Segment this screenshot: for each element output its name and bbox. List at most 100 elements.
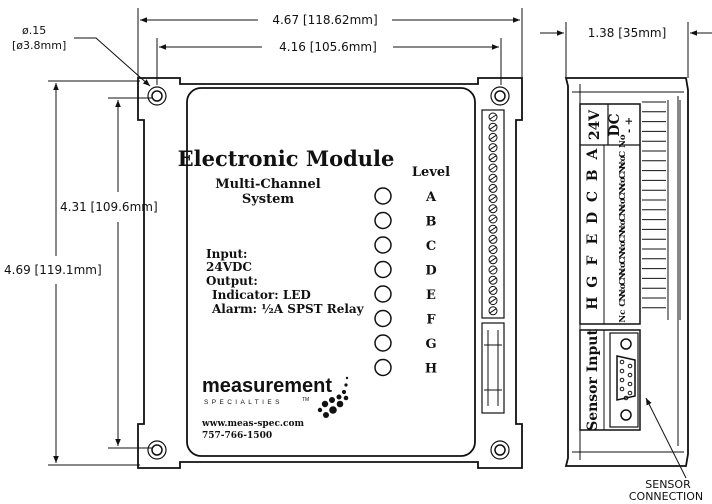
terminal-block	[481, 109, 505, 319]
level-label-a: A	[425, 190, 437, 205]
brand-trademark: TM	[302, 397, 309, 403]
side-contact-label-d: Nc C No	[618, 198, 628, 237]
terminal-screw	[488, 224, 498, 234]
level-led-a	[374, 187, 392, 205]
module-subtitle-line2: System	[242, 192, 295, 207]
module-front-view	[137, 77, 523, 469]
level-label-d: D	[425, 264, 436, 279]
brand-name: measurement	[202, 375, 332, 397]
db9-pin	[619, 386, 625, 392]
module-title: Electronic Module	[178, 146, 395, 171]
depth-label: 1.38 [35mm]	[588, 26, 667, 40]
mounting-holes	[147, 86, 510, 460]
level-led-e	[374, 285, 392, 303]
side-channel-g: G	[585, 276, 601, 288]
db9-pin	[627, 381, 633, 387]
terminal-screw	[488, 234, 498, 244]
terminal-screw	[488, 143, 498, 153]
brand-tagline: SPECIALTIES	[204, 399, 283, 406]
overall-height-label: 4.69 [119.1mm]	[4, 263, 102, 277]
callout-line2: CONNECTION	[629, 490, 703, 503]
hole-diameter-label: ø.15	[22, 24, 46, 37]
terminal-screw	[488, 204, 498, 214]
input-value: 24VDC	[206, 260, 252, 274]
polarity-label: - +	[624, 117, 635, 133]
power-label: 24V	[587, 109, 603, 140]
sensor-connector-front	[481, 322, 505, 414]
terminal-screw	[488, 306, 498, 316]
db9-pin	[619, 368, 625, 374]
hole-spacing-width-label: 4.16 [105.6mm]	[279, 40, 377, 54]
hole-diameter-mm-label: [ø3.8mm]	[12, 39, 66, 52]
brand-website: www.meas-spec.com	[201, 419, 305, 429]
db9-pin	[627, 363, 633, 369]
dimension-lines	[48, 8, 712, 466]
terminal-screw	[488, 183, 498, 193]
db9-pins	[619, 359, 633, 401]
terminal-screw	[488, 285, 498, 295]
side-contact-label-b: Nc C No	[618, 155, 628, 194]
level-label-h: H	[425, 362, 437, 377]
level-led-c	[374, 236, 392, 254]
hole-spacing-height-label: 4.31 [109.6mm]	[60, 200, 158, 214]
terminal-screws	[488, 112, 498, 316]
alarm-spec: Alarm: ½A SPST Relay	[211, 302, 365, 316]
brand-logo: measurement SPECIALTIES TM	[202, 375, 349, 418]
terminal-screw	[488, 194, 498, 204]
db9-pin	[619, 359, 625, 365]
terminal-screw	[488, 163, 498, 173]
level-led-f	[374, 309, 392, 328]
level-label-b: B	[426, 215, 437, 230]
sensor-input-label: Sensor Input	[585, 329, 601, 431]
module-side-view	[564, 77, 689, 467]
level-led-h	[374, 358, 392, 377]
side-contact-label-h: Nc C No	[618, 283, 628, 322]
level-label-f: F	[426, 313, 436, 328]
mounting-hole-top-left	[147, 86, 167, 106]
mounting-hole-top-right	[490, 86, 510, 106]
overall-width-label: 4.67 [118.62mm]	[272, 13, 377, 27]
side-channel-b: B	[585, 169, 601, 181]
side-terminal-screws	[642, 101, 666, 309]
terminal-screw	[488, 255, 498, 265]
terminal-screw	[488, 265, 498, 275]
terminal-screw	[488, 153, 498, 163]
side-channel-e: E	[585, 234, 601, 245]
level-heading: Level	[412, 165, 450, 180]
terminal-screw	[488, 214, 498, 224]
db9-connector-icon	[609, 332, 639, 428]
terminal-screw	[488, 122, 498, 132]
side-contact-label-c: Nc C No	[618, 177, 628, 216]
terminal-screw	[488, 245, 498, 255]
input-heading: Input:	[206, 247, 247, 261]
side-channel-h: H	[585, 296, 601, 309]
sensor-callout-leader	[645, 397, 687, 479]
terminal-screw	[488, 275, 498, 285]
db9-pin	[619, 377, 625, 383]
terminal-screw	[488, 173, 498, 183]
mounting-hole-bottom-right	[490, 440, 510, 460]
side-contact-label-e: Nc C No	[618, 219, 628, 258]
db9-pin	[623, 395, 629, 401]
side-contact-label-g: Nc C No	[618, 262, 628, 301]
callout-line1: SENSOR	[645, 478, 691, 491]
level-label-e: E	[426, 288, 436, 303]
mounting-hole-bottom-left	[147, 440, 167, 460]
db9-pin	[627, 372, 633, 378]
level-led-g	[374, 334, 392, 352]
terminal-screw	[488, 296, 498, 306]
level-label-g: G	[425, 337, 436, 352]
terminal-screw	[488, 132, 498, 142]
module-subtitle-line1: Multi-Channel	[215, 177, 321, 192]
level-led-d	[374, 260, 392, 279]
side-contact-label-f: Nc C No	[618, 241, 628, 280]
level-label-c: C	[426, 239, 436, 254]
side-channel-f: F	[585, 255, 601, 265]
side-channel-c: C	[585, 191, 601, 202]
indicator-spec: Indicator: LED	[212, 288, 311, 302]
power-sub-label: DC	[607, 113, 623, 136]
